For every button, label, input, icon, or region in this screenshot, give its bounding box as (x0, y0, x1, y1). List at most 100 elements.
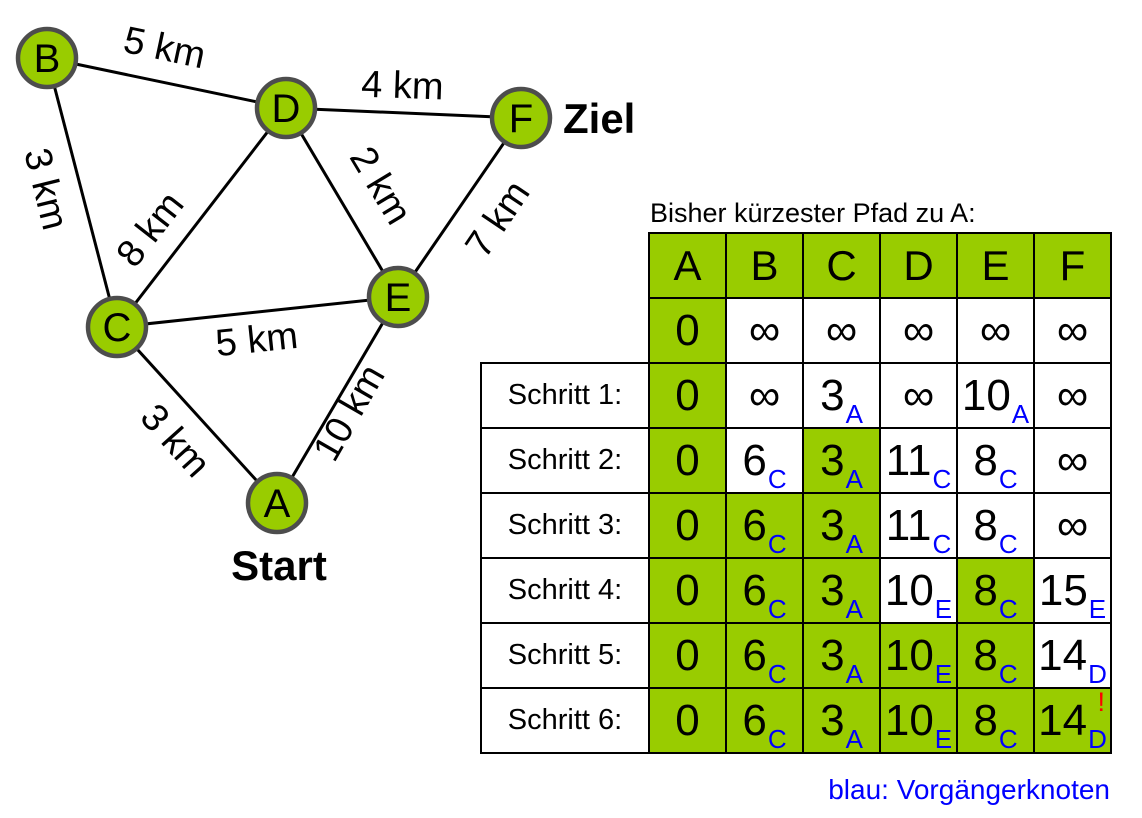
column-header-C: C (802, 232, 881, 299)
cell-B: ∞ (725, 362, 804, 429)
header-spacer (481, 233, 649, 298)
predecessor-label: C (998, 528, 1018, 559)
cell-value: 6 (742, 500, 767, 550)
cell-B: 6C (725, 557, 804, 624)
legend-caption: blau: Vorgängerknoten (828, 774, 1110, 805)
predecessor-label: C (767, 723, 787, 754)
target-reached-mark: ! (1097, 687, 1105, 717)
cell-value: 3 (820, 630, 845, 680)
edge-E-F (396, 117, 523, 298)
predecessor-label: C (998, 723, 1018, 754)
node-A (245, 471, 309, 535)
cell-value: 10 (884, 565, 934, 615)
predecessor-label: C (932, 528, 952, 559)
cell-value: ∞ (1056, 500, 1089, 550)
row-label: Schritt 5: (480, 622, 650, 689)
cell-F: 14D! (1033, 687, 1112, 754)
predecessor-label: C (932, 463, 952, 494)
predecessor-label: D (1088, 723, 1107, 754)
cell-D: 11C (879, 492, 958, 559)
cell-value: 0 (675, 305, 700, 355)
cell-B: 6C (725, 427, 804, 494)
predecessor-label: E (934, 658, 953, 689)
column-header-A: A (648, 232, 727, 299)
column-header-B: B (725, 232, 804, 299)
cell-C: ∞ (802, 297, 881, 364)
cell-value: 8 (973, 435, 998, 485)
cell-value: 6 (742, 695, 767, 745)
cell-value: 3 (820, 695, 845, 745)
cell-A: 0 (648, 492, 727, 559)
cell-value: 14 (1038, 695, 1088, 745)
cell-F: ∞ (1033, 492, 1112, 559)
cell-F: 15E (1033, 557, 1112, 624)
column-header-E: E (956, 232, 1035, 299)
cell-F: 14D (1033, 622, 1112, 689)
cell-D: ∞ (879, 297, 958, 364)
predecessor-label: A (845, 463, 863, 494)
edge-B-D (46, 56, 287, 110)
cell-value: ∞ (748, 370, 781, 420)
cell-value: 3 (820, 435, 845, 485)
cell-E: 8C (956, 492, 1035, 559)
cell-value: ∞ (902, 370, 935, 420)
edge-C-D (115, 107, 288, 328)
edge-D-E (284, 107, 400, 298)
cell-B: 6C (725, 622, 804, 689)
cell-value: 8 (973, 565, 998, 615)
cell-value: ∞ (1056, 305, 1089, 355)
cell-F: ∞ (1033, 297, 1112, 364)
cell-value: 3 (820, 370, 845, 420)
edge-label-C-A: 3 km (132, 396, 218, 485)
cell-value: 0 (675, 500, 700, 550)
node-E-label: E (385, 276, 412, 320)
graph-tag-start: Start (231, 542, 327, 589)
cell-C: 3A (802, 362, 881, 429)
cell-value: 3 (820, 565, 845, 615)
column-header-F: F (1033, 232, 1112, 299)
cell-value: 8 (973, 500, 998, 550)
predecessor-label: E (1088, 593, 1107, 624)
cell-D: 11C (879, 427, 958, 494)
table-row-1: Schritt 1:0∞3A∞10A∞ (480, 362, 1112, 429)
predecessor-label: C (767, 593, 787, 624)
row-label-empty (481, 298, 649, 363)
predecessor-label: C (998, 463, 1018, 494)
node-B (15, 26, 79, 90)
cell-value: ∞ (748, 305, 781, 355)
cell-value: 15 (1038, 565, 1088, 615)
cell-value: 6 (742, 435, 767, 485)
cell-D: 10E (879, 557, 958, 624)
cell-value: ∞ (1056, 435, 1089, 485)
predecessor-label: E (934, 593, 953, 624)
cell-value: 14 (1038, 630, 1088, 680)
cell-B: ∞ (725, 297, 804, 364)
cell-E: 8C (956, 622, 1035, 689)
table-title: Bisher kürzester Pfad zu A: (650, 198, 976, 228)
cell-value: 6 (742, 630, 767, 680)
predecessor-label: A (845, 398, 863, 429)
predecessor-label: D (1088, 658, 1107, 689)
row-label: Schritt 6: (480, 687, 650, 754)
cell-value: 11 (885, 500, 932, 550)
cell-E: 10A (956, 362, 1035, 429)
cell-value: 0 (675, 695, 700, 745)
cell-value: 0 (675, 565, 700, 615)
edge-label-B-D: 5 km (120, 19, 209, 77)
cell-A: 0 (648, 362, 727, 429)
cell-value: 6 (742, 565, 767, 615)
cell-E: 8C (956, 687, 1035, 754)
node-E (366, 265, 430, 329)
node-F-label: F (509, 97, 533, 141)
cell-E: ∞ (956, 297, 1035, 364)
cell-value: ∞ (902, 305, 935, 355)
edge-label-A-E: 10 km (306, 358, 394, 469)
cell-value: 3 (820, 500, 845, 550)
cell-value: 8 (973, 630, 998, 680)
